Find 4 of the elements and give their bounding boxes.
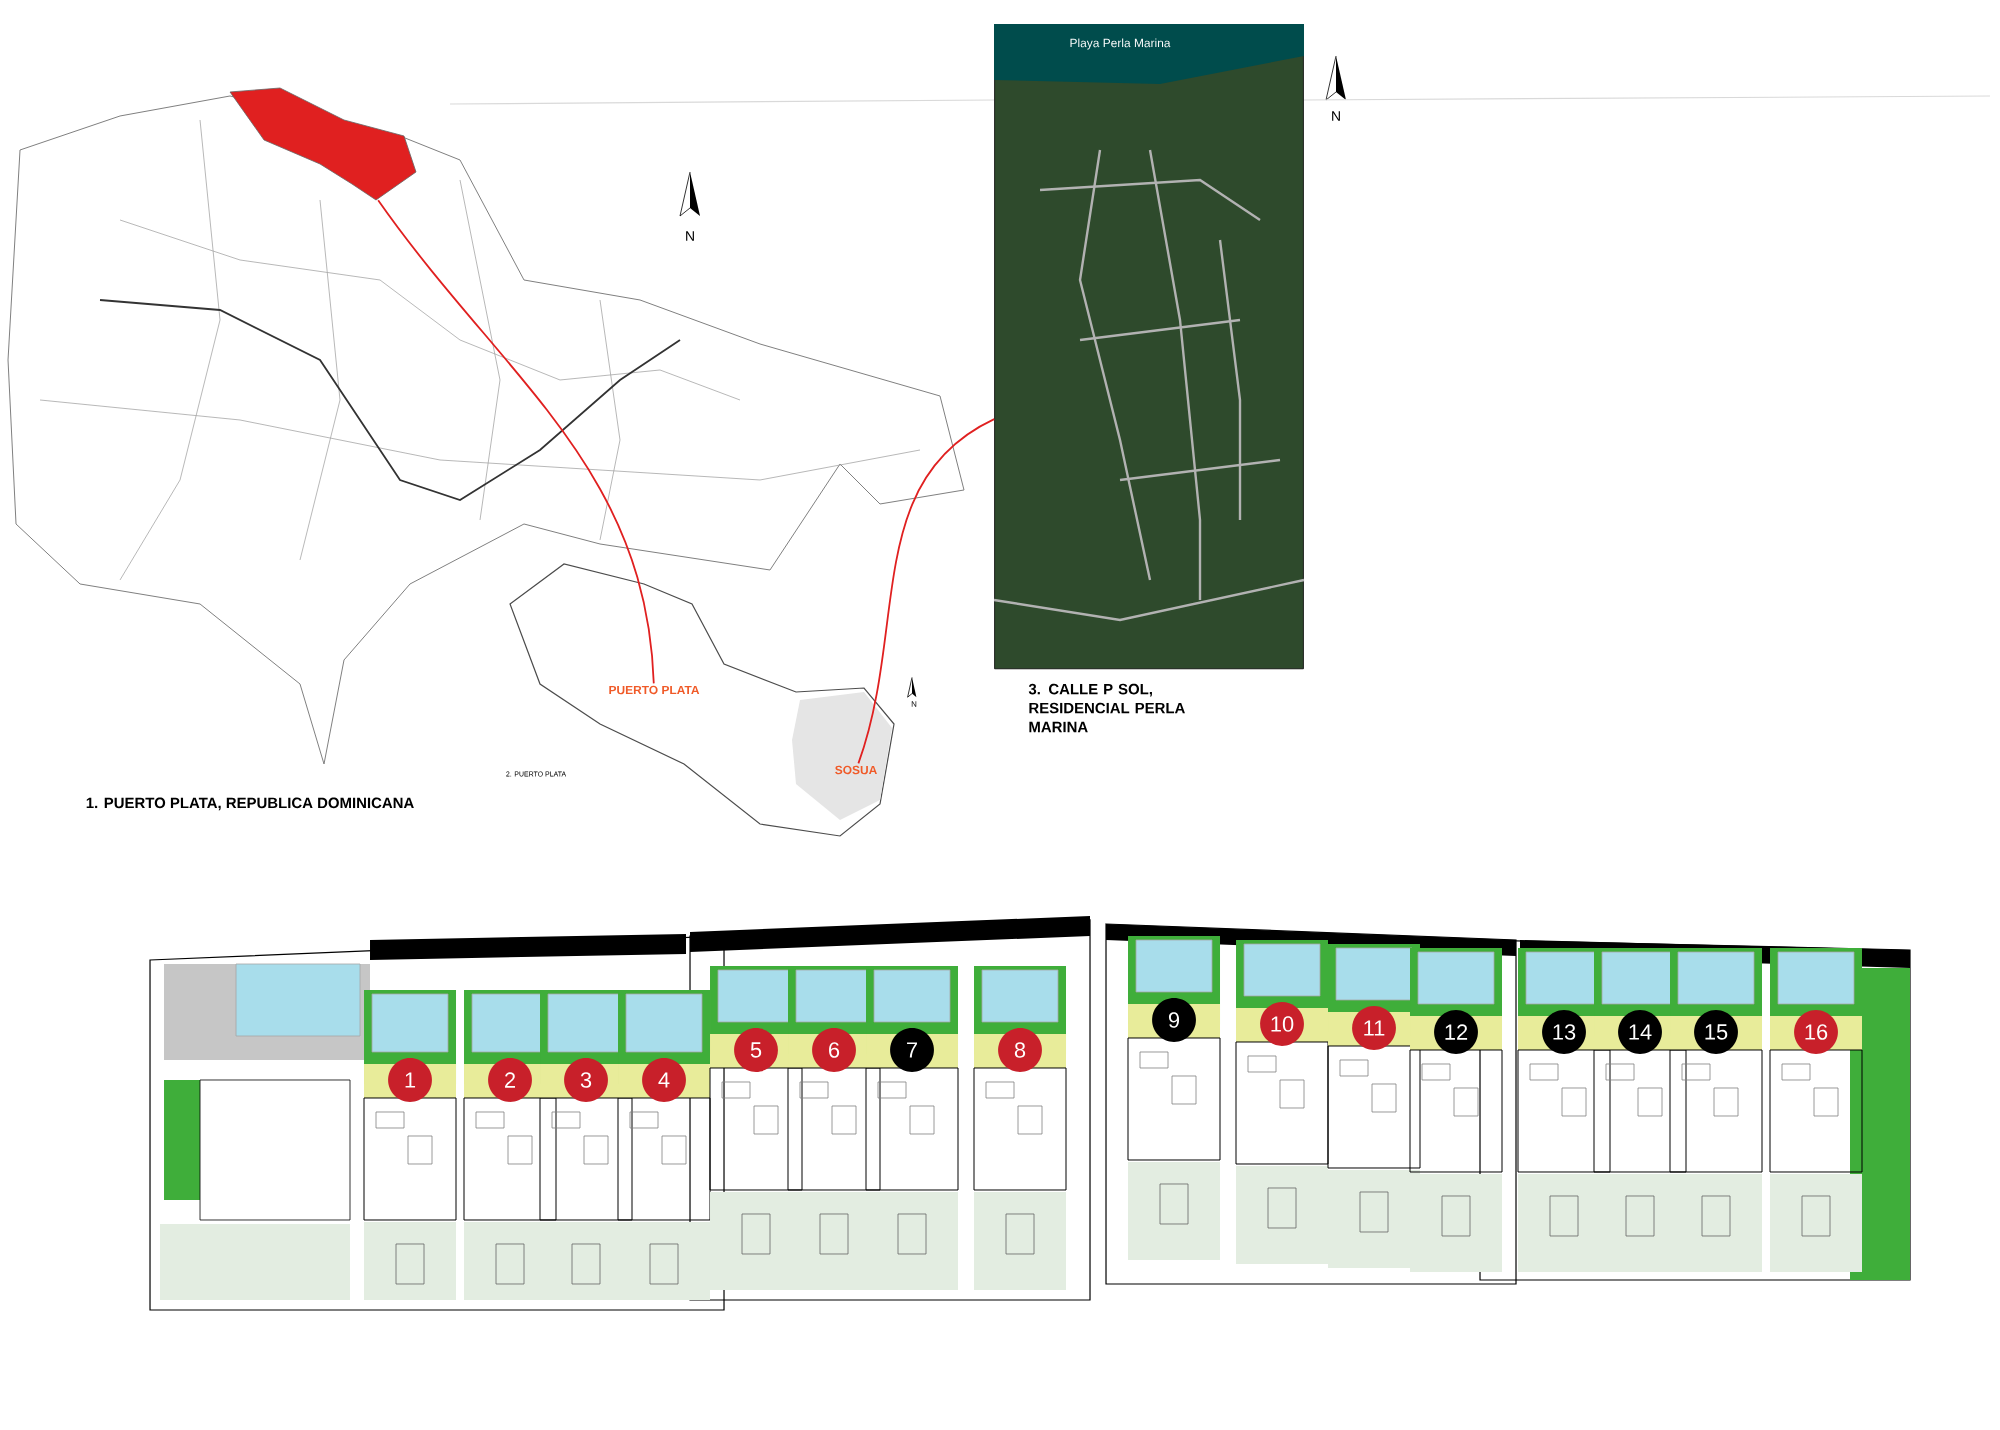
highlighted-region <box>229 87 417 201</box>
curved-line <box>857 418 996 765</box>
curved-line <box>377 199 655 685</box>
satellite-image <box>993 24 1305 670</box>
